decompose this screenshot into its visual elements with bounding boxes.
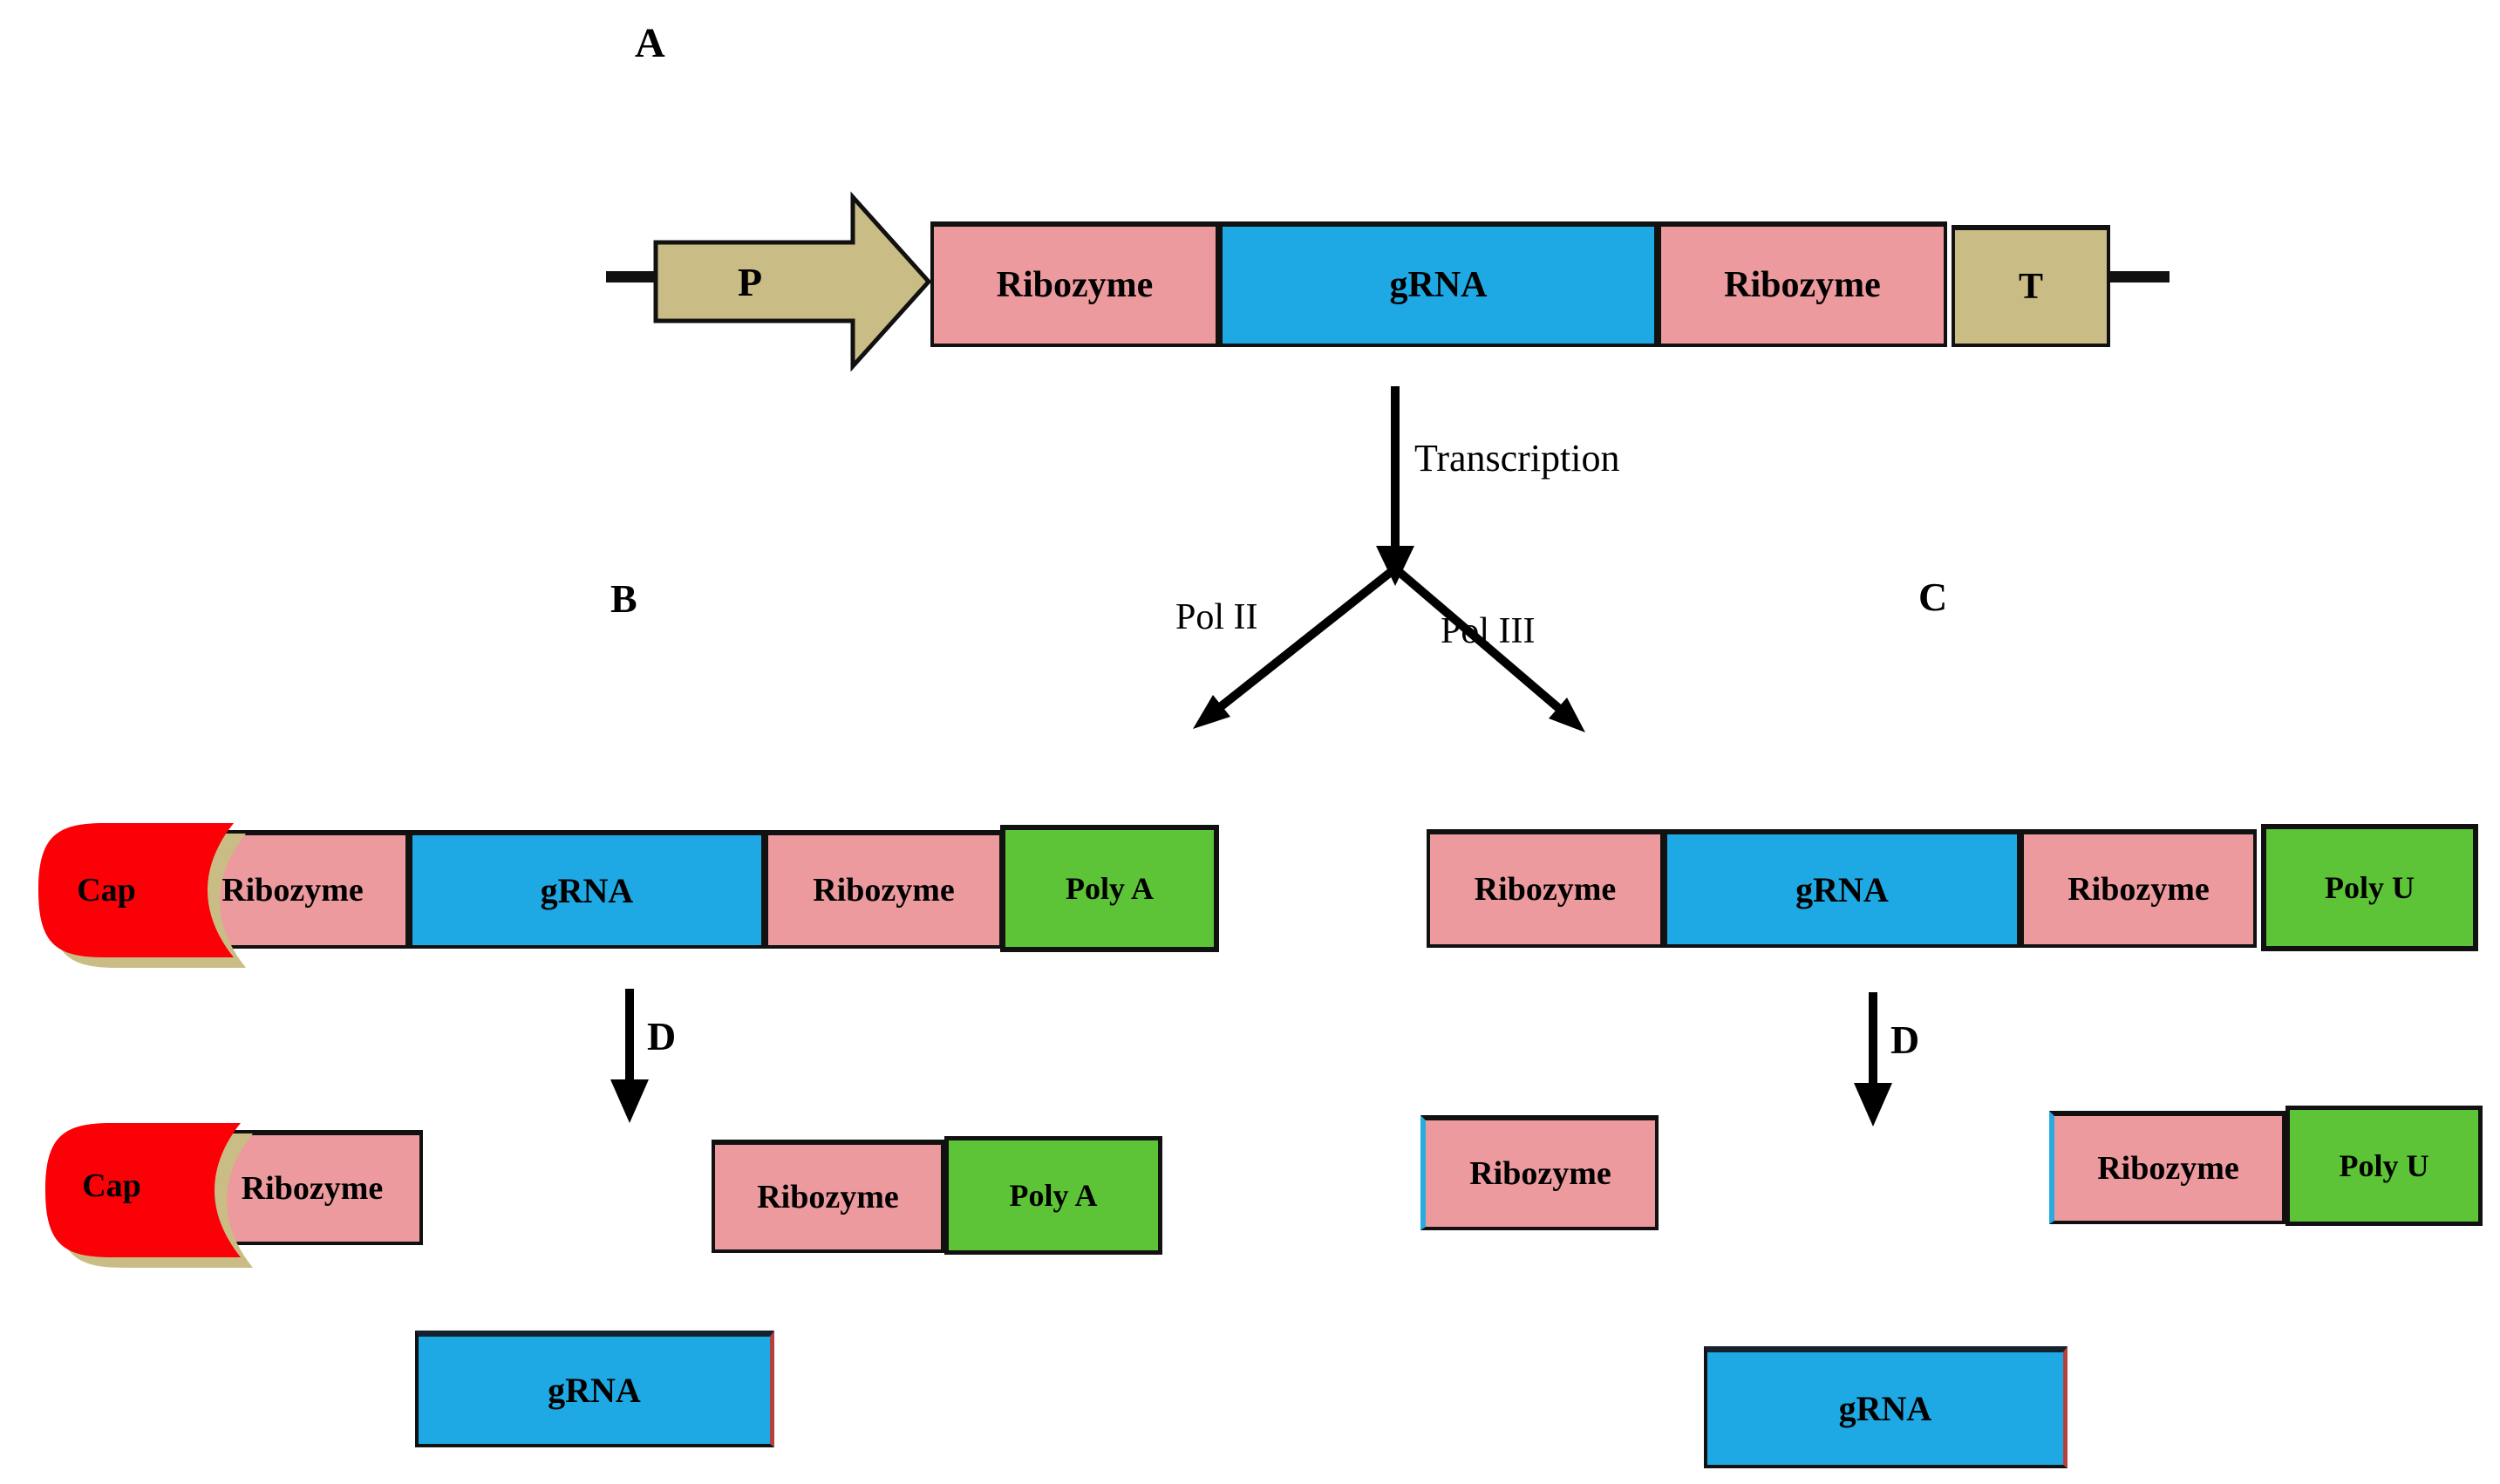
pol3-product-ribozyme-5-box: Ribozyme <box>1420 1115 1659 1230</box>
dna-line-right <box>2110 271 2170 283</box>
pol2-transcript-polya-box: Poly A <box>1000 825 1219 952</box>
pol2-transcript-grna-box: gRNA <box>409 830 765 949</box>
pol3-product-ribozyme-3-label: Ribozyme <box>2097 1150 2239 1187</box>
pol3-transcript-ribozyme-3-label: Ribozyme <box>2067 871 2210 908</box>
pol2-transcript-ribozyme-5-box: Ribozyme <box>176 830 409 949</box>
pol3-label: Pol III <box>1441 611 1536 651</box>
pol3-transcript-ribozyme-5-label: Ribozyme <box>1474 871 1617 908</box>
pol2-transcript-grna-label: gRNA <box>540 870 634 910</box>
pol3-product-polyu-label: Poly U <box>2339 1148 2429 1183</box>
construct-ribozyme-3-box: Ribozyme <box>1658 221 1947 347</box>
pol2-product-grna-box: gRNA <box>415 1331 774 1447</box>
pol3-product-polyu-box: Poly U <box>2285 1106 2483 1226</box>
pol2-product-cap-label: Cap <box>82 1167 141 1204</box>
pol2-transcript-ribozyme-5-label: Ribozyme <box>221 872 364 909</box>
pol2-product-ribozyme-3-label: Ribozyme <box>757 1179 899 1215</box>
promoter-label: P <box>737 259 763 304</box>
dna-line-left <box>606 271 665 283</box>
pol2-label: Pol II <box>1175 597 1258 637</box>
pol3-transcript-grna-label: gRNA <box>1795 869 1889 909</box>
pol3-product-grna-label: gRNA <box>1838 1389 1932 1428</box>
transcription-label: Transcription <box>1414 437 1620 480</box>
pol2-transcript-ribozyme-3-label: Ribozyme <box>813 872 955 909</box>
cleavage-right-label: D <box>1890 1018 1920 1062</box>
pol3-product-ribozyme-5-label: Ribozyme <box>1469 1155 1611 1192</box>
pol3-transcript-ribozyme-3-box: Ribozyme <box>2020 829 2257 948</box>
pol3-transcript-polyu-box: Poly U <box>2261 824 2478 951</box>
pol3-branch-arrowhead-icon <box>1549 698 1585 732</box>
panel-a-label: A <box>635 20 665 66</box>
pol2-transcript-ribozyme-3-box: Ribozyme <box>765 830 1003 949</box>
pol2-product-cap-ribozyme-label: Ribozyme <box>241 1170 384 1207</box>
pol3-transcript-polyu-label: Poly U <box>2325 870 2415 905</box>
construct-grna-box: gRNA <box>1219 221 1658 347</box>
pol2-product-polya-box: Poly A <box>944 1136 1162 1255</box>
terminator-label: T <box>2018 267 2043 307</box>
pol2-transcript-polya-label: Poly A <box>1065 871 1154 906</box>
pol2-transcript-cap-label: Cap <box>77 872 136 909</box>
pol2-branch-arrow-icon <box>1216 565 1399 711</box>
cleavage-left-arrowhead-icon <box>610 1079 649 1123</box>
pol2-branch-arrowhead-icon <box>1193 695 1230 729</box>
terminator-box: T <box>1952 225 2110 347</box>
transcription-arrowhead-icon <box>1376 546 1414 586</box>
cleavage-right-arrowhead-icon <box>1854 1083 1892 1127</box>
construct-ribozyme-3-label: Ribozyme <box>1724 265 1881 305</box>
cleavage-left-label: D <box>647 1014 677 1059</box>
pol2-product-grna-label: gRNA <box>548 1371 641 1410</box>
pol2-product-cap-ribozyme-box: Ribozyme <box>201 1130 423 1245</box>
panel-b-label: B <box>610 576 637 621</box>
construct-ribozyme-5-box: Ribozyme <box>930 221 1219 347</box>
pol3-transcript-ribozyme-5-box: Ribozyme <box>1427 829 1664 948</box>
construct-grna-label: gRNA <box>1389 265 1488 305</box>
pol2-product-polya-label: Poly A <box>1009 1178 1098 1213</box>
pol2-product-ribozyme-3-box: Ribozyme <box>712 1140 944 1253</box>
construct-ribozyme-5-label: Ribozyme <box>996 265 1154 305</box>
pol3-product-grna-box: gRNA <box>1704 1346 2067 1468</box>
pol3-product-ribozyme-3-box: Ribozyme <box>2049 1111 2285 1224</box>
pol3-transcript-grna-box: gRNA <box>1664 829 2020 948</box>
panel-c-label: C <box>1918 575 1948 619</box>
